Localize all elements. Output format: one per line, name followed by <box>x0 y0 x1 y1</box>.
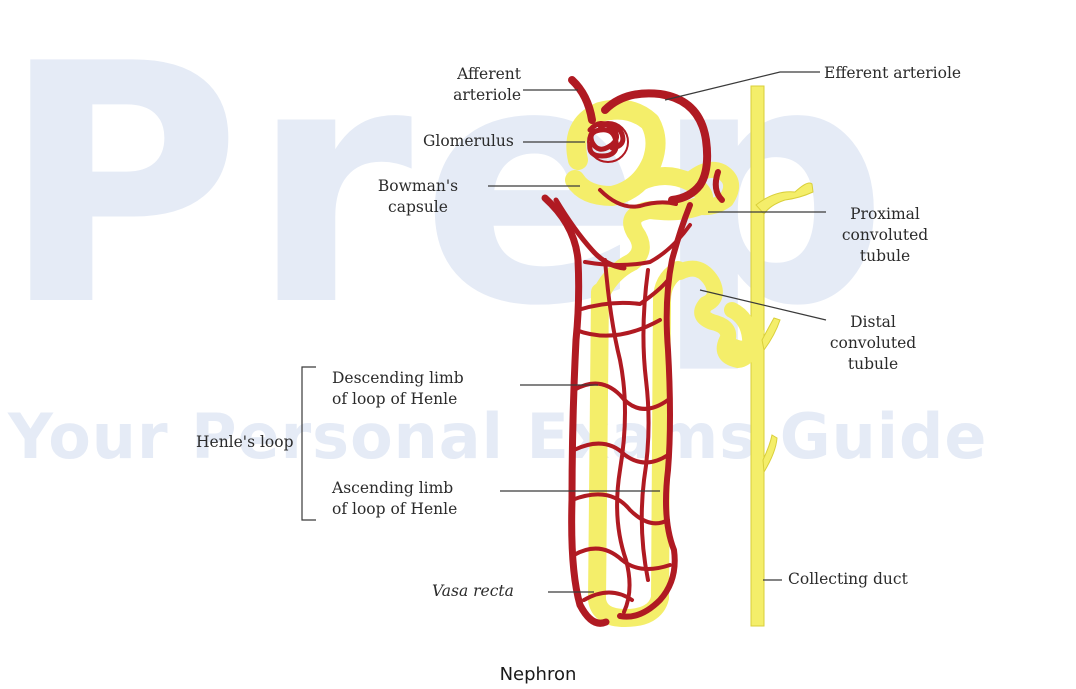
label-ascending-limb: Ascending limb of loop of Henle <box>332 478 457 520</box>
label-proximal-convoluted-tubule: Proximal convoluted tubule <box>820 204 950 267</box>
label-vasa-recta: Vasa recta <box>432 581 514 602</box>
label-collecting-duct: Collecting duct <box>788 569 908 590</box>
label-distal-convoluted-tubule: Distal convoluted tubule <box>808 312 938 375</box>
label-henles-loop: Henle's loop <box>196 432 294 453</box>
label-bowmans-capsule: Bowman's capsule <box>358 176 478 218</box>
leader-efferent <box>665 72 820 100</box>
label-descending-limb: Descending limb of loop of Henle <box>332 368 464 410</box>
label-afferent-arteriole: Afferent arteriole <box>415 64 521 106</box>
label-glomerulus: Glomerulus <box>423 131 514 152</box>
henles-loop-bracket <box>302 367 316 520</box>
label-efferent-arteriole: Efferent arteriole <box>824 63 961 84</box>
collecting-duct <box>751 86 813 626</box>
figure-caption: Nephron <box>0 664 1076 685</box>
